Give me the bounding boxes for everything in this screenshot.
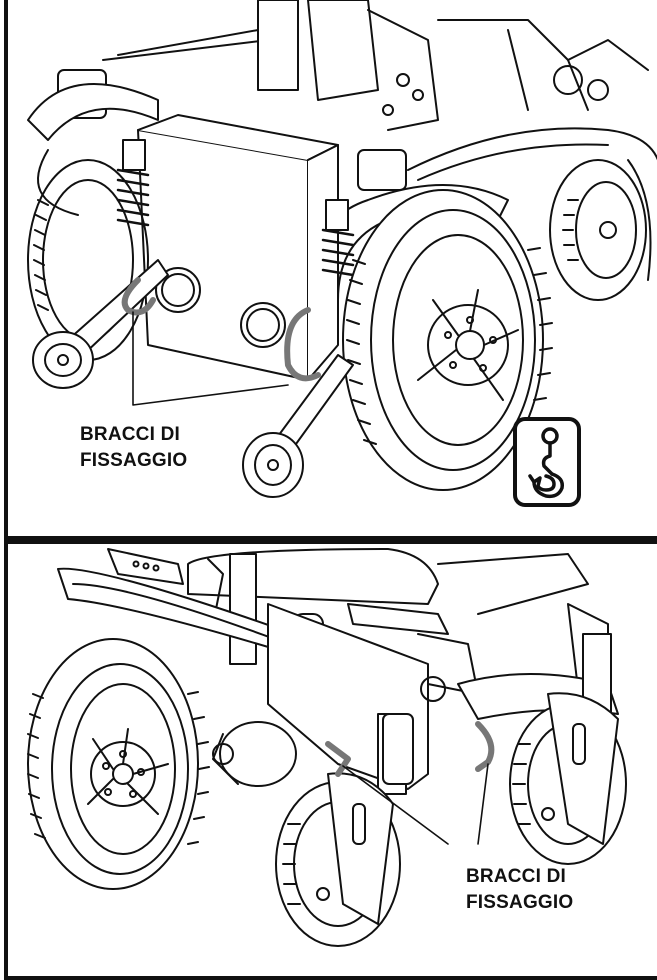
tie-down-hook-icon [513, 417, 581, 507]
wheelchair-front-view-illustration [27, 548, 627, 947]
callout-line2: FISSAGGIO [466, 892, 574, 913]
callout-line2: FISSAGGIO [80, 450, 188, 471]
tie-down-arms-callout-top: BRACCI DI FISSAGGIO [80, 422, 187, 474]
wheelchair-rear-view-illustration [27, 0, 657, 498]
bottom-illustration-panel [4, 540, 657, 980]
callout-line1: BRACCI DI [80, 424, 180, 445]
tie-down-arms-callout-bottom: BRACCI DI FISSAGGIO [466, 864, 573, 916]
callout-line1: BRACCI DI [466, 866, 566, 887]
top-illustration-panel: BRACCI DI FISSAGGIO [4, 0, 657, 540]
